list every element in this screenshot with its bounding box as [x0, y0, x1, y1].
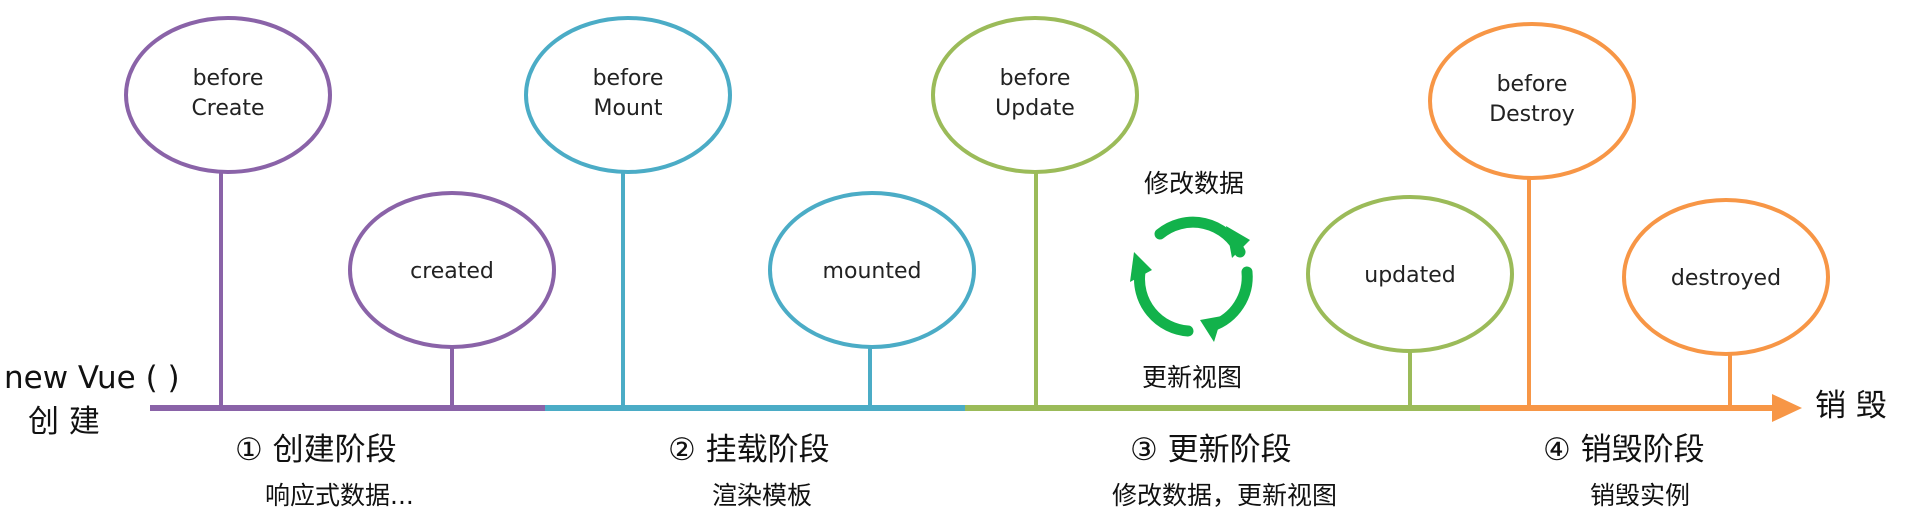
hook-label-before-update-1: before — [1000, 66, 1071, 91]
hook-bubble-before-update — [931, 16, 1139, 174]
hook-bubble-before-create — [124, 16, 332, 174]
hook-label-destroyed-1: destroyed — [1671, 266, 1781, 291]
hook-bubble-before-destroy — [1428, 22, 1636, 180]
cycle-label-top: 修改数据 — [1144, 169, 1244, 198]
timeline — [150, 394, 1802, 422]
hook-bubble-updated — [1306, 195, 1514, 353]
timeline-arrowhead — [1772, 394, 1802, 422]
hook-label-before-mount-2: Mount — [594, 96, 663, 121]
hook-bubble-destroyed — [1622, 198, 1830, 356]
hook-label-before-create-2: Create — [191, 96, 264, 121]
start-label-line1: new Vue ( ) — [4, 360, 180, 396]
hook-label-before-update-2: Update — [995, 96, 1075, 121]
hook-label-mounted-1: mounted — [823, 259, 922, 284]
phase-title-update: ③ 更新阶段 — [1130, 432, 1292, 468]
phase-desc-destroy: 销毁实例 — [1590, 481, 1690, 510]
cycle-label-bottom: 更新视图 — [1142, 363, 1242, 392]
hook-label-before-destroy-1: before — [1497, 72, 1568, 97]
start-label-line2: 创 建 — [28, 404, 100, 440]
hook-label-before-create-1: before — [193, 66, 264, 91]
update-cycle: 修改数据 更新视图 — [1130, 169, 1253, 392]
hook-label-updated-1: updated — [1364, 263, 1455, 288]
hook-label-created-1: created — [410, 259, 494, 284]
hook-label-before-destroy-2: Destroy — [1489, 102, 1575, 127]
hook-label-before-mount-1: before — [593, 66, 664, 91]
phase-title-mount: ② 挂载阶段 — [668, 432, 830, 468]
phase-title-create: ① 创建阶段 — [235, 432, 397, 468]
phase-desc-update: 修改数据，更新视图 — [1112, 481, 1337, 510]
phase-title-destroy: ④ 销毁阶段 — [1543, 432, 1705, 468]
phase-desc-mount: 渲染模板 — [712, 481, 812, 510]
hook-bubble-before-mount — [524, 16, 732, 174]
end-label: 销 毁 — [1815, 388, 1887, 424]
phase-desc-create: 响应式数据... — [265, 481, 414, 510]
hook-bubble-mounted — [768, 191, 976, 349]
refresh-cycle-icon — [1130, 216, 1253, 342]
hook-bubble-created — [348, 191, 556, 349]
